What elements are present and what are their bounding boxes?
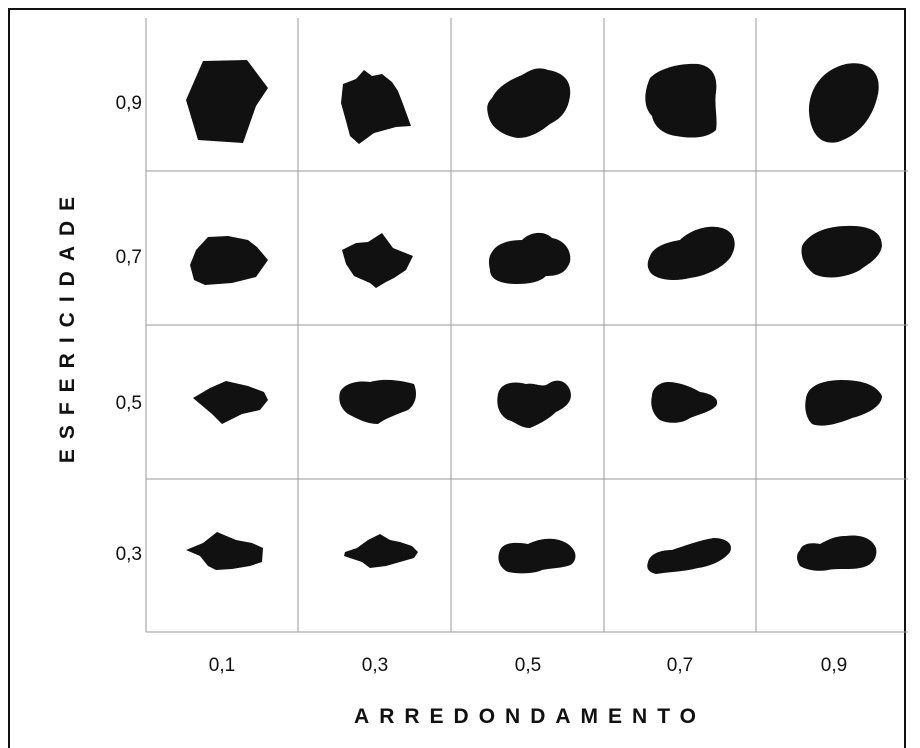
grain-shape <box>342 233 413 288</box>
grain-shape <box>186 532 263 570</box>
x-tick-label: 0,7 <box>666 655 694 676</box>
grain-shape <box>341 70 411 144</box>
grain-shape <box>651 382 718 423</box>
x-axis-title: ARREDONDAMENTO <box>354 705 706 728</box>
grain-shape <box>808 63 879 143</box>
grain-shape <box>344 534 418 568</box>
grain-shape <box>497 380 571 428</box>
grain-shape <box>797 535 877 571</box>
grain-shape <box>647 538 732 574</box>
grain-shape <box>193 381 268 424</box>
figure-frame <box>8 8 906 748</box>
grain-shape <box>487 68 571 138</box>
grain-shape <box>498 538 576 574</box>
x-tick-label: 0,9 <box>820 655 848 676</box>
y-tick-label: 0,7 <box>115 247 142 268</box>
grain-shape <box>488 232 571 284</box>
x-tick-label: 0,5 <box>514 655 542 676</box>
grain-shape <box>647 226 735 280</box>
grain-shape <box>186 60 268 143</box>
grain-shape <box>805 380 882 426</box>
x-tick-label: 0,3 <box>361 655 389 676</box>
y-tick-label: 0,9 <box>115 93 142 114</box>
y-tick-label: 0,3 <box>115 544 142 565</box>
grain-shape <box>645 63 717 138</box>
y-tick-label: 0,5 <box>115 393 142 414</box>
grain-shape <box>339 379 416 424</box>
x-tick-label: 0,1 <box>208 655 236 676</box>
grain-shape <box>190 236 268 285</box>
grain-shape <box>801 225 882 278</box>
